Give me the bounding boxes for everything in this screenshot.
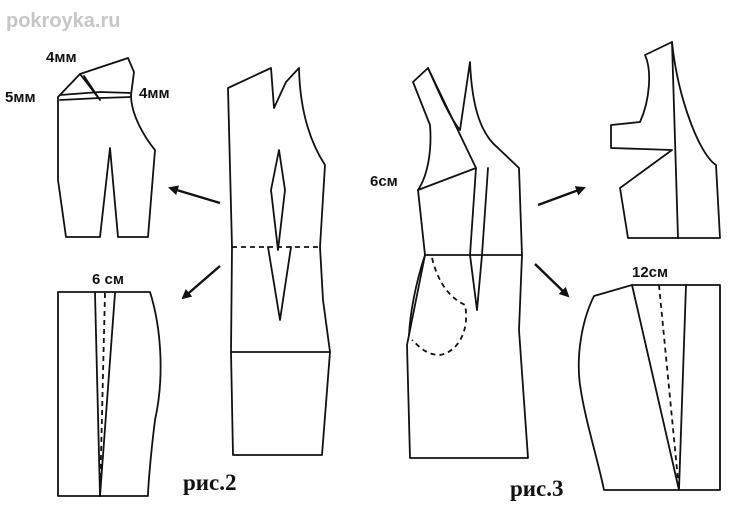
fig2-caption: рис.2 [183, 470, 237, 495]
fig2-top-dart-label: 4мм [46, 49, 77, 66]
fig2-skirt-dart-label: 6 см [92, 271, 124, 288]
fig3-caption: рис.3 [510, 476, 564, 501]
arrow-to-skirt-right-icon [534, 263, 570, 298]
fig3-bodice-piece [610, 41, 721, 239]
fig3-skirt-dart-label: 12см [632, 264, 668, 281]
fig2-dress [227, 67, 331, 456]
fig3-skirt-piece [577, 284, 721, 491]
fig3-dress [406, 61, 529, 459]
fig2-right-dart-label: 4мм [139, 85, 170, 102]
watermark-text: pokroyka.ru [6, 10, 120, 32]
arrow-to-bodice-icon [168, 185, 221, 205]
arrow-to-skirt-icon [181, 265, 221, 300]
fig3-side-dart-label: 6см [370, 173, 398, 190]
arrow-to-bodice-right-icon [537, 186, 586, 207]
fig2-skirt-piece [57, 291, 162, 497]
fig2-bodice-piece [57, 57, 156, 238]
fig2-left-dart-label: 5мм [5, 89, 36, 106]
